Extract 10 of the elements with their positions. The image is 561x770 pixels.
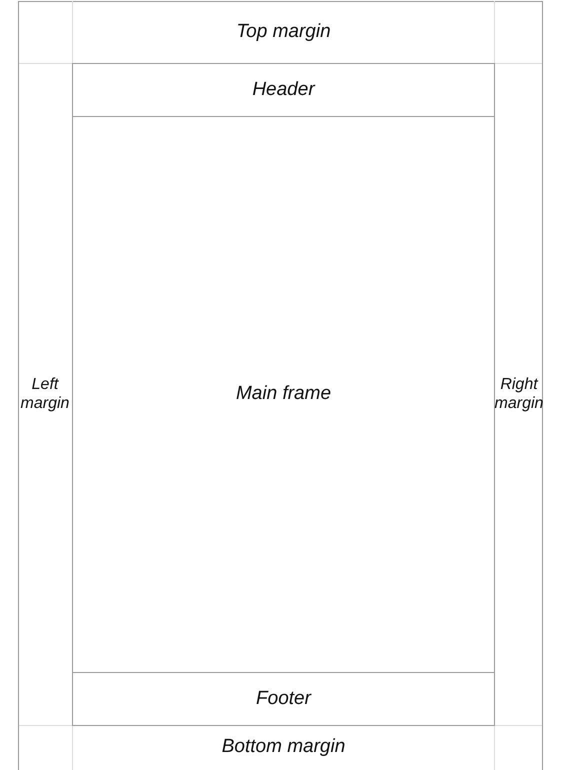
region-label: Top margin <box>236 20 331 44</box>
region-label: Main frame <box>236 383 332 406</box>
layout-region-box <box>72 63 495 117</box>
region-label: Bottom margin <box>222 736 346 759</box>
region-label: Header <box>252 78 315 102</box>
layout-region-box <box>72 672 495 726</box>
region-label: Footer <box>256 688 311 710</box>
region-label: Right margin <box>494 374 544 414</box>
layout-region-box <box>72 116 495 673</box>
region-label: Left margin <box>20 374 70 414</box>
